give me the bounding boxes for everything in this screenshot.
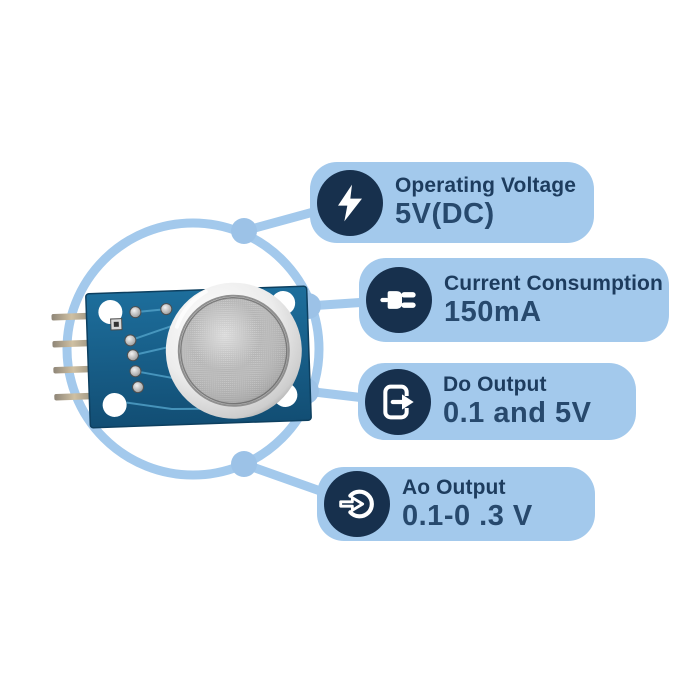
feature-bubble-operating-voltage: Operating Voltage 5V(DC) (310, 162, 594, 243)
feature-icon-badge (317, 169, 383, 236)
digital-output-icon (383, 384, 414, 419)
feature-text: Do Output 0.1 and 5V (443, 373, 591, 430)
feature-bubble-current-consumption: Current Consumption 150mA (359, 258, 669, 342)
feature-value: 0.1 and 5V (443, 397, 592, 430)
power-plug-icon (380, 291, 416, 309)
module-pins (51, 312, 95, 401)
feature-title: Ao Output (402, 475, 506, 499)
smd-component (110, 318, 123, 331)
analog-output-icon (339, 489, 374, 519)
sensor-module-photo (51, 282, 312, 429)
feature-bubble-do-output: Do Output 0.1 and 5V (358, 363, 636, 440)
feature-icon-badge (365, 368, 431, 435)
lightning-bolt-icon (338, 184, 362, 221)
feature-text: Operating Voltage 5V(DC) (395, 174, 576, 231)
feature-title: Current Consumption (444, 271, 663, 295)
feature-title: Do Output (443, 373, 547, 397)
feature-value: 150mA (444, 295, 542, 328)
feature-icon-badge (366, 267, 432, 333)
highlight-circle (62, 218, 324, 480)
feature-title: Operating Voltage (395, 174, 576, 198)
sensor-mesh-can (165, 282, 302, 419)
feature-bubble-ao-output: Ao Output 0.1-0 .3 V (317, 467, 595, 541)
feature-value: 0.1-0 .3 V (402, 499, 533, 532)
feature-value: 5V(DC) (395, 198, 495, 231)
feature-icon-badge (324, 471, 390, 537)
feature-text: Current Consumption 150mA (444, 272, 663, 329)
feature-text: Ao Output 0.1-0 .3 V (402, 476, 533, 533)
